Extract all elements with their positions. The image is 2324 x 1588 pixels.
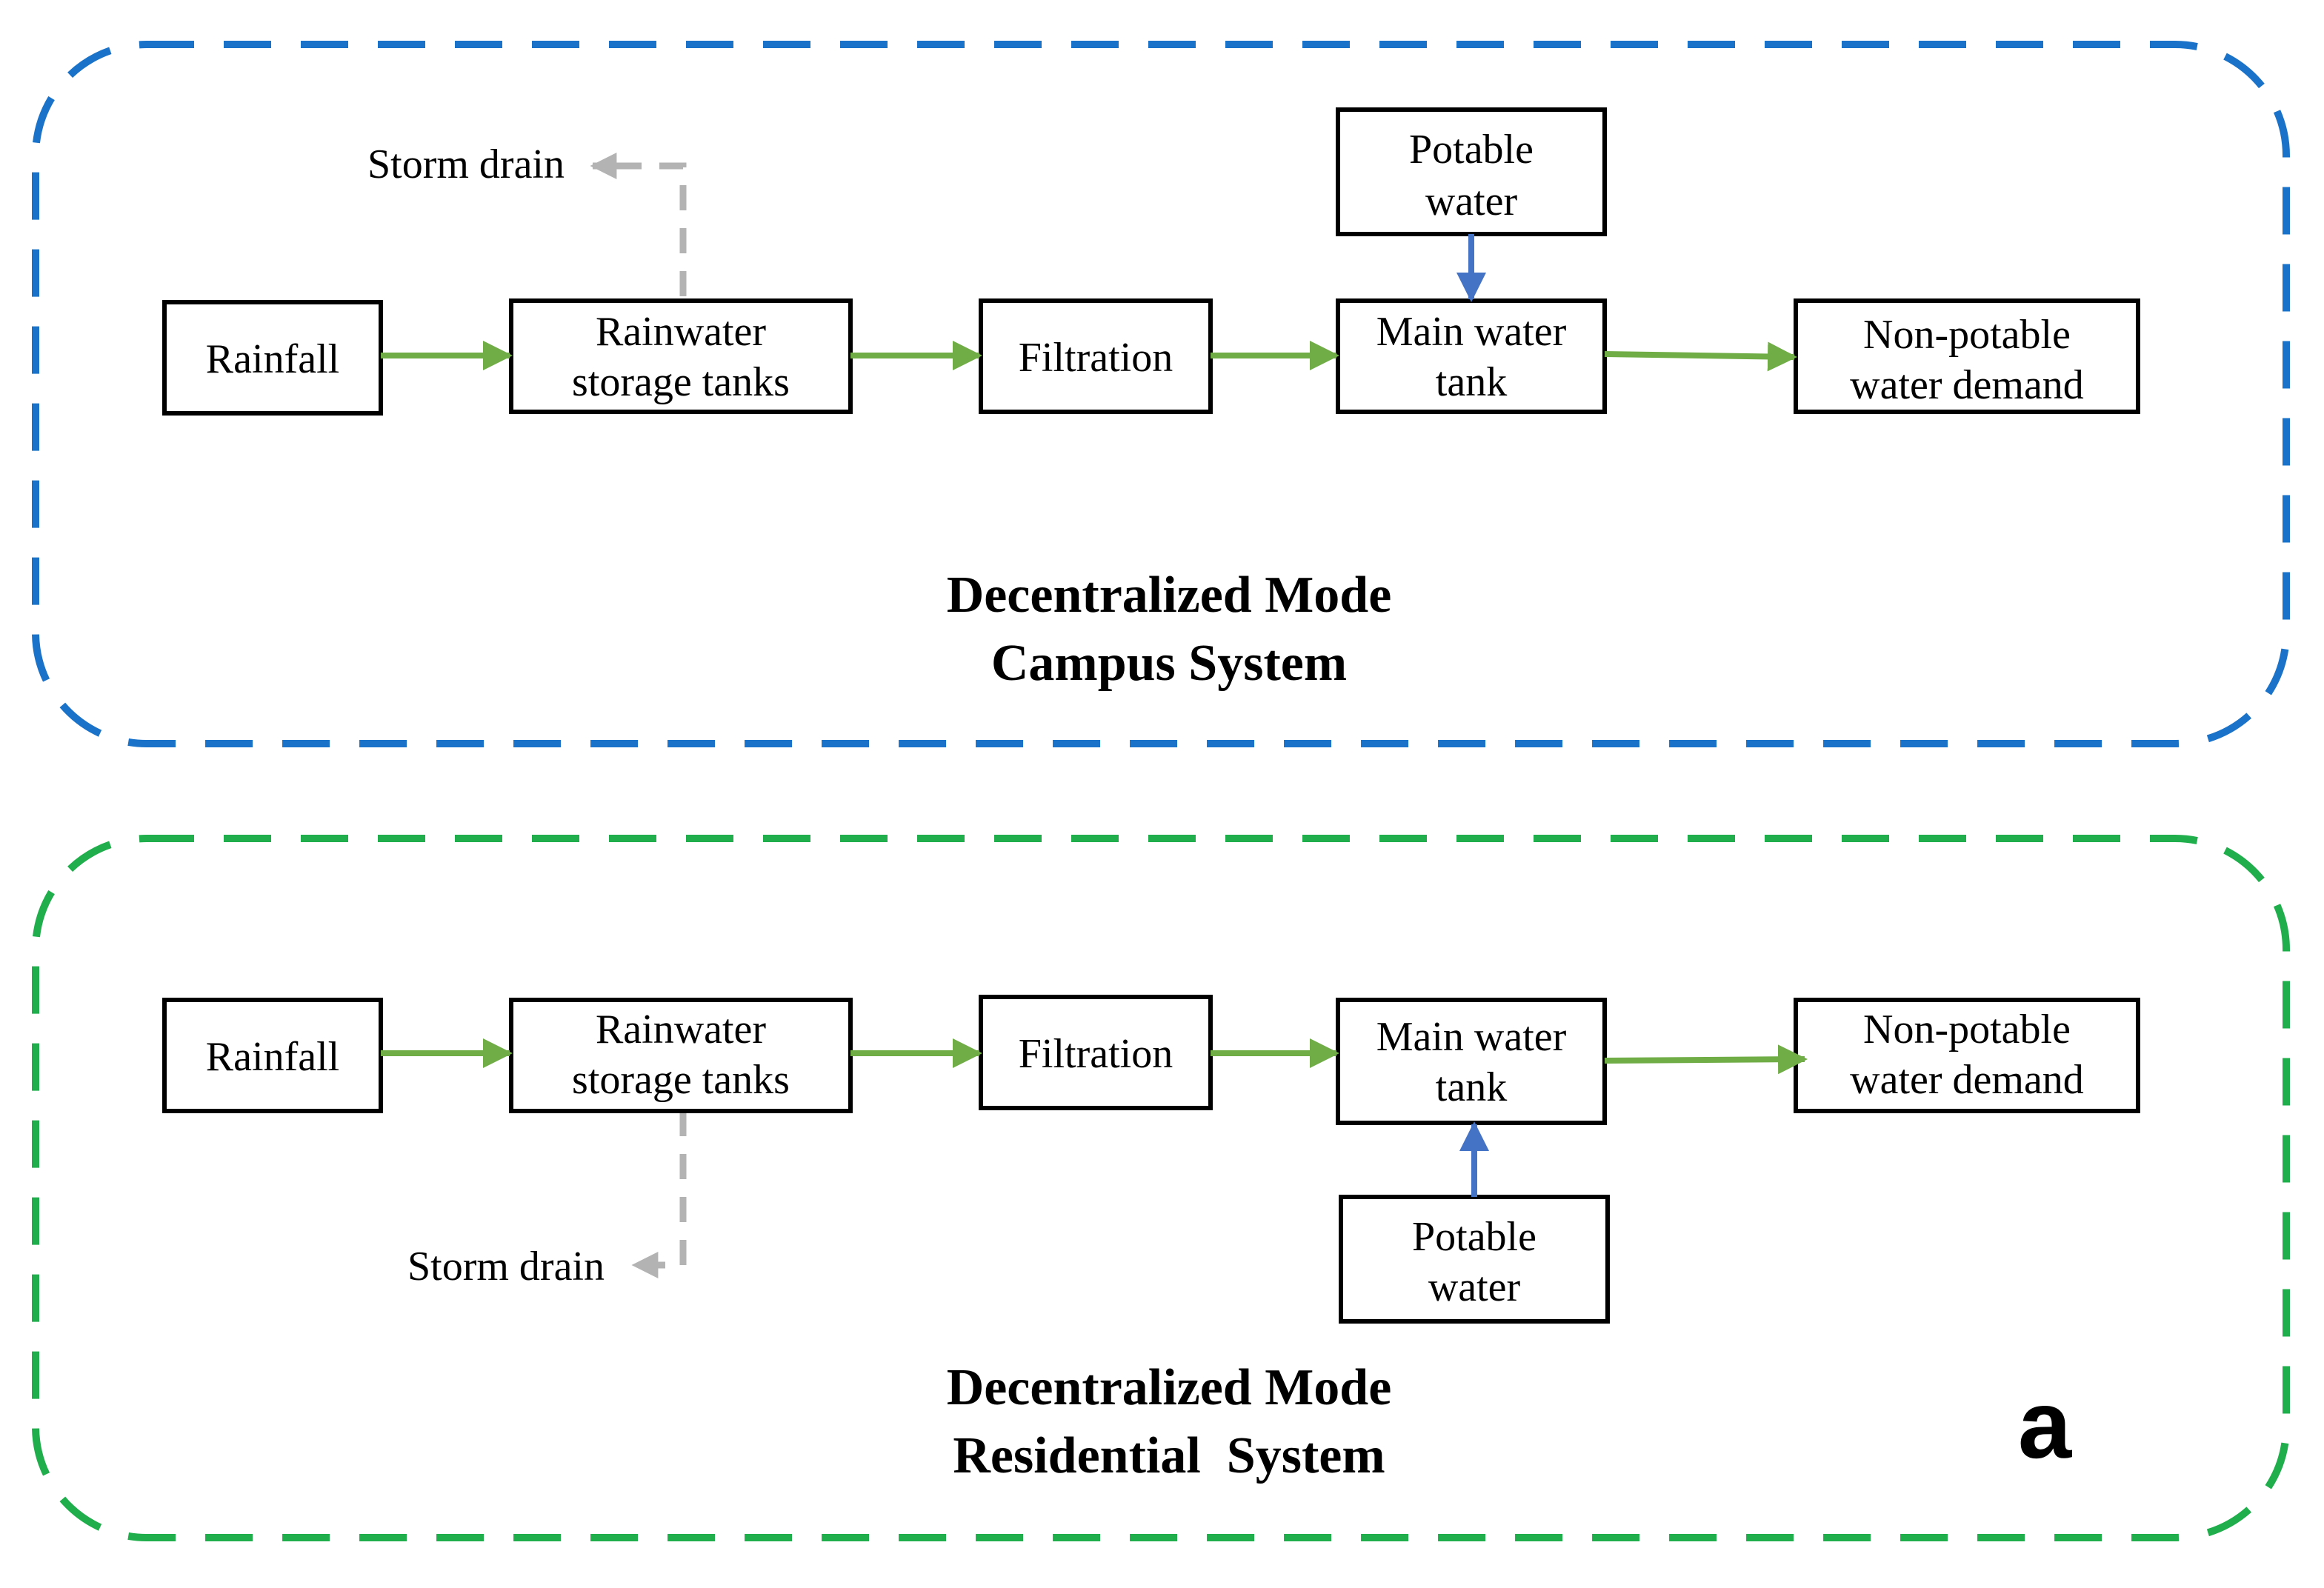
residential-main-tank-label-line1: Main water — [1376, 1014, 1567, 1060]
campus-demand-label-line2: water demand — [1850, 362, 2084, 408]
residential-arrow-main-tank-to-demand — [1604, 1044, 1808, 1075]
campus-storage-label-line2: storage tanks — [572, 359, 790, 405]
residential-title-line1: Decentralized Mode — [947, 1359, 1392, 1416]
residential-filtration-node: Filtration — [979, 995, 1213, 1110]
campus-potable-water-node: Potable water — [1336, 107, 1607, 236]
residential-frame — [32, 835, 2290, 1541]
residential-system-panel: Storm drain Rainfall Rainwater storage t… — [32, 835, 2290, 1541]
campus-main-tank-label-line1: Main water — [1376, 309, 1567, 355]
campus-rainfall-label: Rainfall — [206, 336, 339, 382]
residential-rainfall-label: Rainfall — [206, 1034, 339, 1080]
campus-potable-label-line1: Potable — [1409, 127, 1534, 173]
campus-storage-tanks-node: Rainwater storage tanks — [509, 298, 853, 414]
residential-title-line2: Residential System — [953, 1427, 1385, 1484]
campus-arrow-main-tank-to-demand — [1604, 341, 1797, 372]
campus-demand-node: Non-potable water demand — [1794, 298, 2140, 414]
campus-main-tank-label-line2: tank — [1436, 359, 1507, 405]
campus-main-tank-node: Main water tank — [1336, 298, 1607, 414]
residential-storage-label-line1: Rainwater — [596, 1007, 766, 1052]
residential-filtration-label: Filtration — [1019, 1031, 1173, 1077]
residential-storage-tanks-node: Rainwater storage tanks — [509, 998, 853, 1113]
residential-rainfall-node: Rainfall — [162, 998, 383, 1113]
campus-potable-label-line2: water — [1425, 179, 1518, 224]
campus-title-line2: Campus System — [991, 635, 1347, 692]
residential-storm-drain-connector — [631, 1111, 687, 1278]
campus-frame — [32, 41, 2290, 747]
residential-demand-label-line1: Non-potable — [1863, 1007, 2071, 1052]
residential-main-tank-label-line2: tank — [1436, 1064, 1507, 1110]
campus-storm-drain-connector — [590, 153, 687, 296]
campus-storm-drain-label: Storm drain — [367, 141, 565, 187]
campus-filtration-label: Filtration — [1019, 335, 1173, 381]
campus-rainfall-node: Rainfall — [162, 300, 383, 416]
residential-demand-label-line2: water demand — [1850, 1057, 2084, 1103]
residential-potable-water-node: Potable water — [1339, 1195, 1610, 1324]
residential-potable-label-line1: Potable — [1412, 1214, 1536, 1260]
residential-potable-label-line2: water — [1428, 1264, 1521, 1310]
campus-demand-label-line1: Non-potable — [1863, 312, 2071, 358]
campus-system-panel: Storm drain Rainfall Rainwater storage t… — [32, 41, 2290, 747]
residential-storm-drain-label: Storm drain — [407, 1244, 605, 1290]
campus-storage-label-line1: Rainwater — [596, 309, 766, 355]
residential-demand-node: Non-potable water demand — [1794, 998, 2140, 1113]
residential-storage-label-line2: storage tanks — [572, 1057, 790, 1103]
panel-letter: a — [2018, 1370, 2073, 1478]
campus-filtration-node: Filtration — [979, 298, 1213, 414]
campus-title-line1: Decentralized Mode — [947, 567, 1392, 624]
residential-main-tank-node: Main water tank — [1336, 998, 1607, 1125]
